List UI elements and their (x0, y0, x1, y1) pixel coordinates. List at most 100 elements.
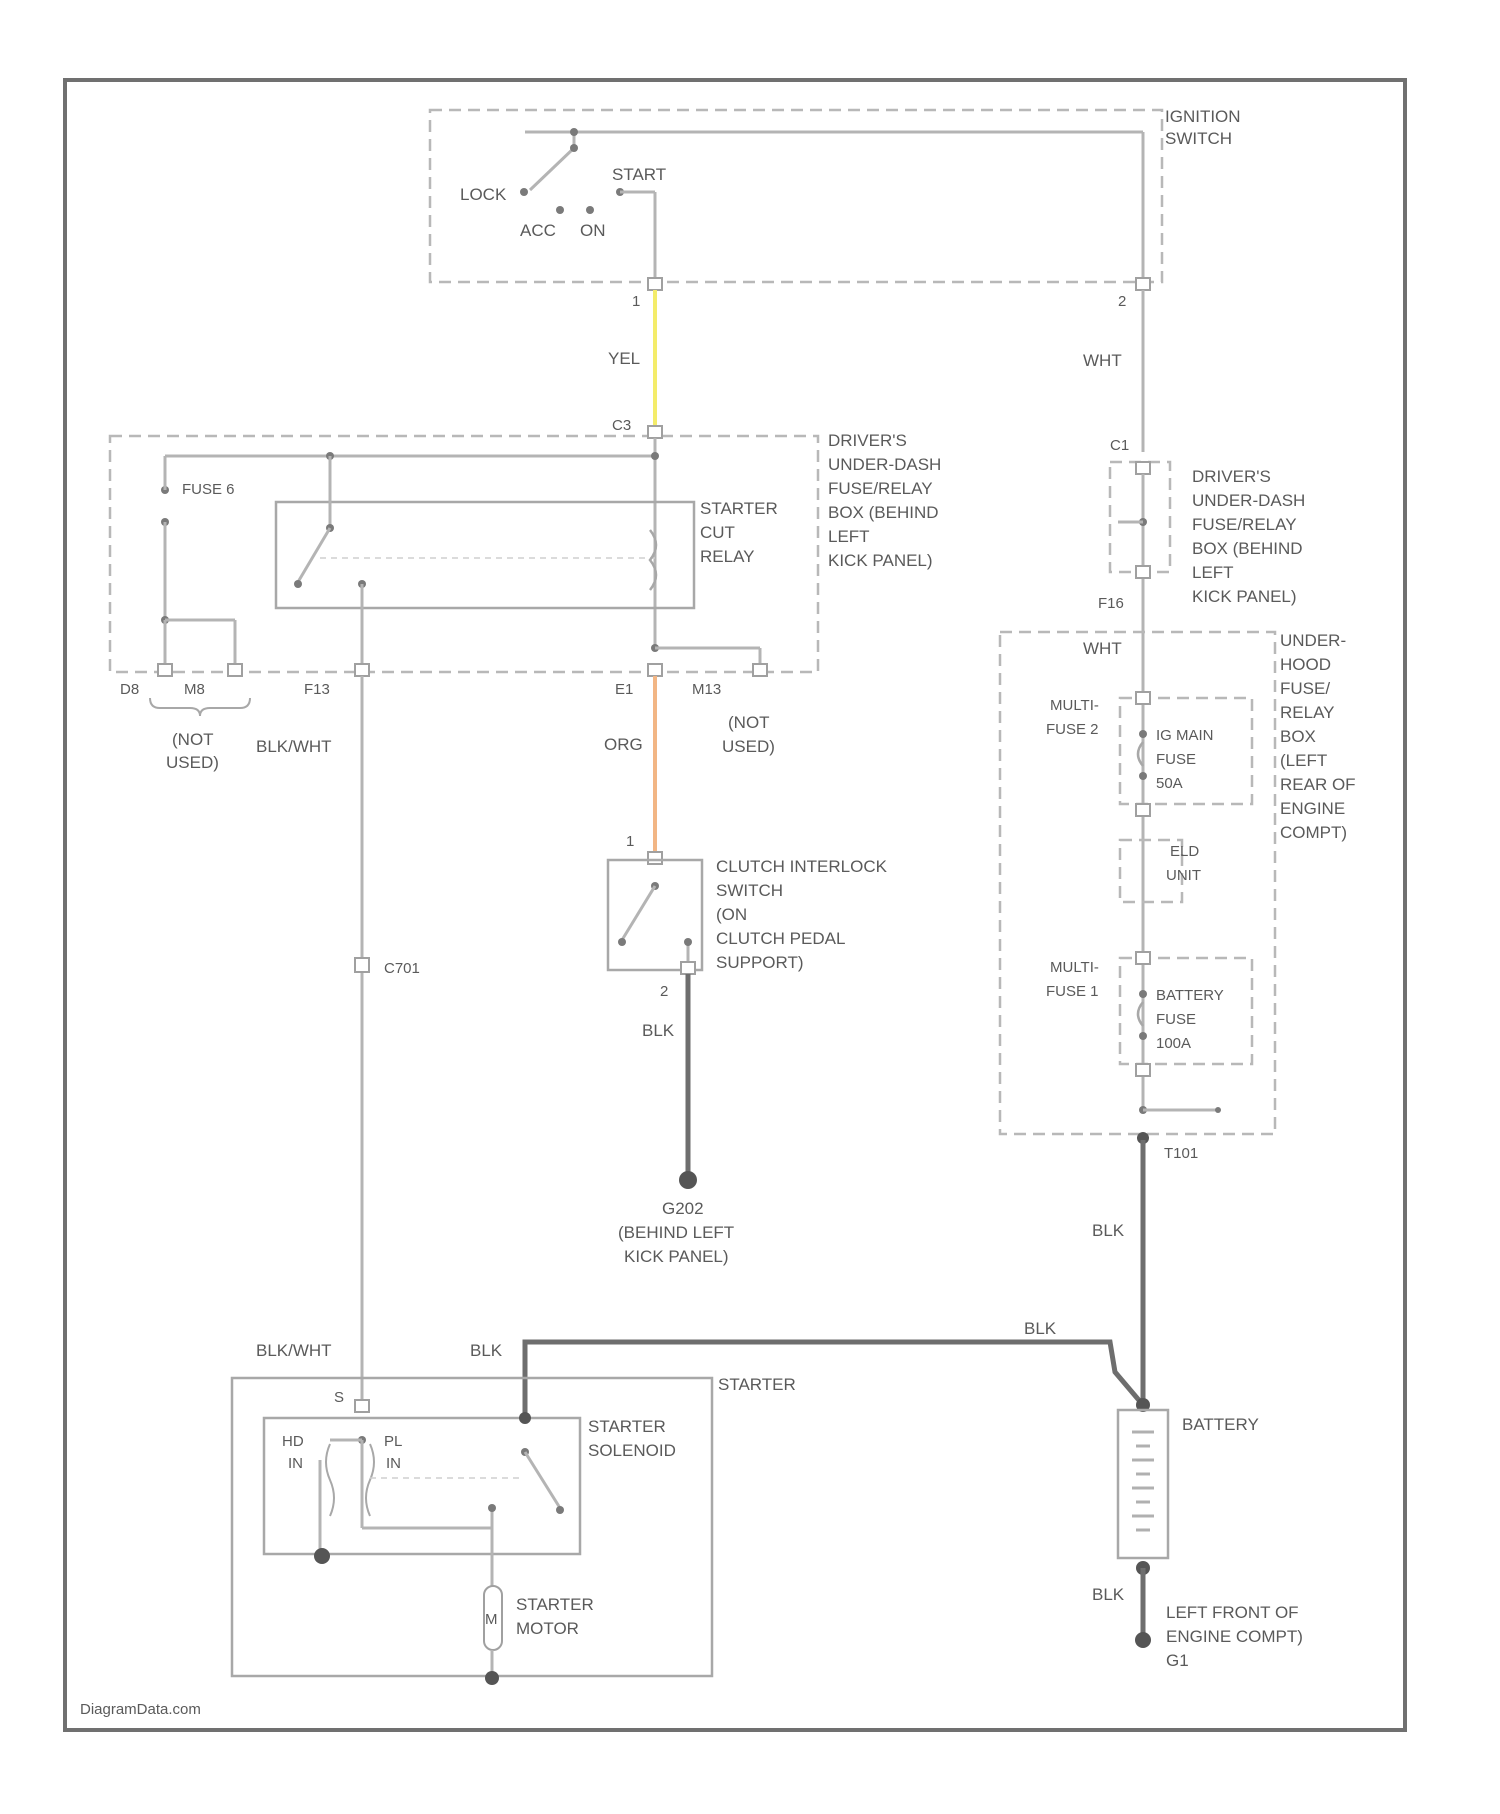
starter: STARTER S STARTER SOLENOID HD IN PL IN M… (232, 1375, 796, 1685)
clutch-pin-2: 2 (660, 983, 668, 1000)
wire-blk-starter-battery (525, 1342, 1143, 1418)
dash-box-title-2: UNDER-DASH (828, 455, 941, 474)
ignition-pin-1: 1 (632, 293, 640, 310)
underhood-title-1: UNDER- (1280, 631, 1346, 650)
ig-main-fuse-c: 50A (1156, 775, 1183, 792)
ignition-start-label: START (612, 165, 666, 184)
underhood-title-8: ENGINE (1280, 799, 1345, 818)
battery-fuse-a: BATTERY (1156, 987, 1224, 1004)
ig-main-fuse-a: IG MAIN (1156, 727, 1214, 744)
wire-org-label: ORG (604, 735, 643, 754)
eld-unit-a: ELD (1170, 843, 1199, 860)
wire-blk-top-label: BLK (1024, 1319, 1057, 1338)
starter-pin-s: S (334, 1389, 344, 1406)
not-used-2a: (NOT (728, 713, 770, 732)
ignition-pin-2: 2 (1118, 293, 1126, 310)
starter-motor-b: MOTOR (516, 1619, 579, 1638)
ignition-on-label: ON (580, 221, 606, 240)
not-used-1b: USED) (166, 753, 219, 772)
ignition-switch-title-2: SWITCH (1165, 129, 1232, 148)
pl-in-a: PL (384, 1433, 402, 1450)
not-used-2b: USED) (722, 737, 775, 756)
ignition-switch: LOCK ACC ON START IGNITION SWITCH 1 2 (430, 107, 1241, 310)
underhood-title-4: RELAY (1280, 703, 1335, 722)
dash-box2-title-6: KICK PANEL) (1192, 587, 1297, 606)
dash-box2-pin-c1: C1 (1110, 437, 1129, 454)
battery-fuse-c: 100A (1156, 1035, 1191, 1052)
clutch-switch-title-2: SWITCH (716, 881, 783, 900)
dash-box2-title-2: UNDER-DASH (1192, 491, 1305, 510)
wire-yel-label: YEL (608, 349, 640, 368)
battery-ground-b: ENGINE COMPT) (1166, 1627, 1303, 1646)
dash-fuse-relay-box: C3 FUSE 6 STARTER CUT RELAY (110, 417, 941, 772)
underhood-pin-t101: T101 (1164, 1145, 1198, 1162)
wire-blk-battery-label: BLK (1092, 1585, 1125, 1604)
underhood-fuse-relay-box: MULTI- FUSE 2 IG MAIN FUSE 50A ELD UNIT … (1000, 631, 1356, 1162)
dash-box-pin-e1: E1 (615, 681, 633, 698)
ignition-switch-title-1: IGNITION (1165, 107, 1241, 126)
clutch-switch-title-4: CLUTCH PEDAL (716, 929, 845, 948)
clutch-switch-title-1: CLUTCH INTERLOCK (716, 857, 888, 876)
wire-wht-mid-label: WHT (1083, 639, 1122, 658)
wire-blk-starter-label: BLK (470, 1341, 503, 1360)
wire-wht-top-label: WHT (1083, 351, 1122, 370)
starter-motor-a: STARTER (516, 1595, 594, 1614)
not-used-1a: (NOT (172, 730, 214, 749)
ground-g202-2: (BEHIND LEFT (618, 1223, 734, 1242)
ground-g202-3: KICK PANEL) (624, 1247, 729, 1266)
clutch-pin-1: 1 (626, 833, 634, 850)
ignition-lock-label: LOCK (460, 185, 507, 204)
dash-box-pin-m13: M13 (692, 681, 721, 698)
dash-box2-title-5: LEFT (1192, 563, 1234, 582)
ground-g202-icon (679, 1171, 697, 1189)
battery-ground-c: G1 (1166, 1651, 1189, 1670)
starter-cut-relay-3: RELAY (700, 547, 755, 566)
ignition-acc-label: ACC (520, 221, 556, 240)
dash-box-title-4: BOX (BEHIND (828, 503, 939, 522)
starter-solenoid-a: STARTER (588, 1417, 666, 1436)
dash-box2-title-3: FUSE/RELAY (1192, 515, 1297, 534)
dash-box-pin-m8: M8 (184, 681, 205, 698)
ground-g1-icon (1135, 1632, 1151, 1648)
underhood-title-5: BOX (1280, 727, 1316, 746)
battery-ground-a: LEFT FRONT OF (1166, 1603, 1299, 1622)
starter-cut-relay-2: CUT (700, 523, 735, 542)
multi-fuse-2-a: MULTI- (1050, 697, 1099, 714)
dash-box-title-6: KICK PANEL) (828, 551, 933, 570)
multi-fuse-1-b: FUSE 1 (1046, 983, 1099, 1000)
hd-in-b: IN (288, 1455, 303, 1472)
hd-in-a: HD (282, 1433, 304, 1450)
dash-box-title-3: FUSE/RELAY (828, 479, 933, 498)
watermark: DiagramData.com (80, 1701, 201, 1718)
battery-fuse-b: FUSE (1156, 1011, 1196, 1028)
dash-box-pin-c3: C3 (612, 417, 631, 434)
starter-solenoid-b: SOLENOID (588, 1441, 676, 1460)
fuse-6-label: FUSE 6 (182, 481, 235, 498)
ig-main-fuse-b: FUSE (1156, 751, 1196, 768)
pl-in-b: IN (386, 1455, 401, 1472)
starter-cut-relay-1: STARTER (700, 499, 778, 518)
multi-fuse-1-a: MULTI- (1050, 959, 1099, 976)
underhood-title-9: COMPT) (1280, 823, 1347, 842)
wire-blk-fuse-label: BLK (1092, 1221, 1125, 1240)
connector-c701: C701 (384, 960, 420, 977)
ground-g202-1: G202 (662, 1199, 704, 1218)
starter-motor-m: M (485, 1611, 498, 1628)
clutch-interlock-switch: 1 2 CLUTCH INTERLOCK SWITCH (ON CLUTCH P… (608, 833, 888, 1000)
dash-fuse-relay-box-right: C1 F16 DRIVER'S UNDER-DASH FUSE/RELAY BO… (1098, 437, 1305, 640)
clutch-switch-title-3: (ON (716, 905, 747, 924)
underhood-title-2: HOOD (1280, 655, 1331, 674)
dash-box-pin-d8: D8 (120, 681, 139, 698)
battery: BATTERY BLK LEFT FRONT OF ENGINE COMPT) … (1092, 1398, 1303, 1670)
multi-fuse-2-b: FUSE 2 (1046, 721, 1099, 738)
dash-box2-title-4: BOX (BEHIND (1192, 539, 1303, 558)
dash-box2-title-1: DRIVER'S (1192, 467, 1271, 486)
wire-blkwht-left-label: BLK/WHT (256, 737, 332, 756)
underhood-title-3: FUSE/ (1280, 679, 1330, 698)
underhood-title-6: (LEFT (1280, 751, 1327, 770)
underhood-title-7: REAR OF (1280, 775, 1356, 794)
starter-title: STARTER (718, 1375, 796, 1394)
dash-box2-pin-f16: F16 (1098, 595, 1124, 612)
battery-title: BATTERY (1182, 1415, 1259, 1434)
